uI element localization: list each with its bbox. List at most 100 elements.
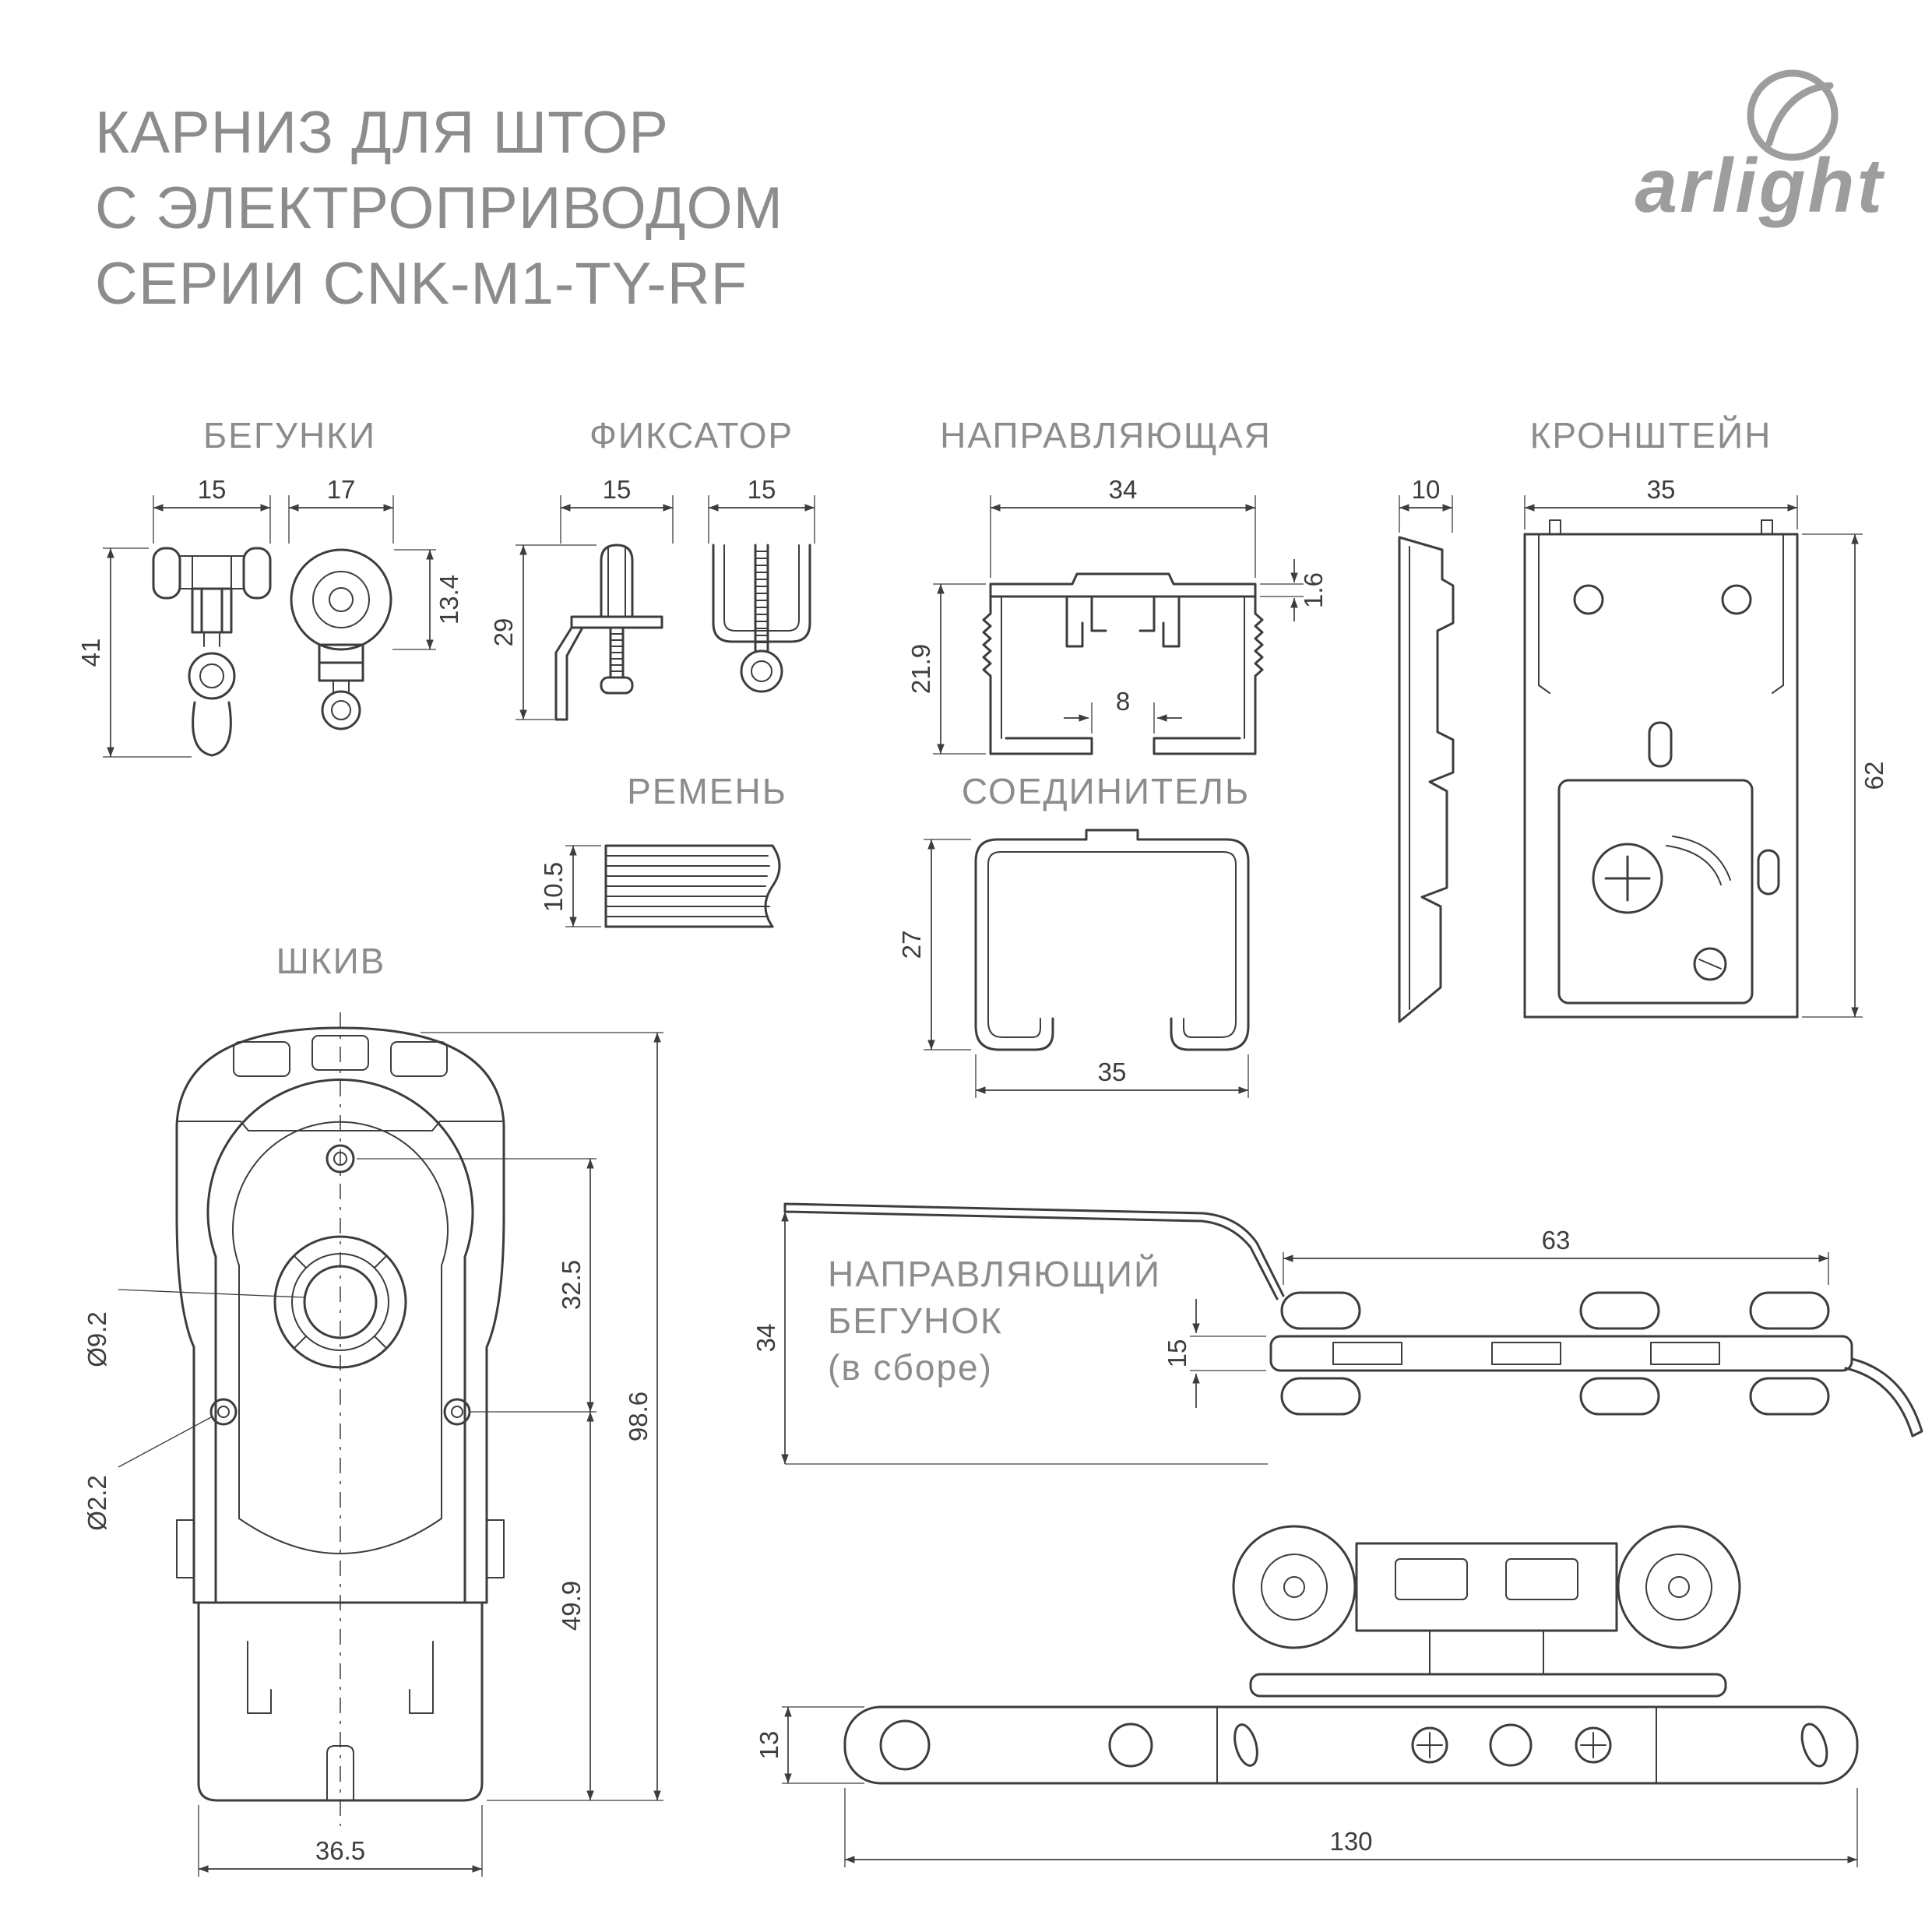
bracket-curved-slot [1666,836,1731,885]
side-body [1355,1542,1618,1632]
dim-value: 49.9 [557,1581,586,1631]
side-plate [1249,1673,1727,1698]
fixator-right-part [712,544,811,693]
connector-inner [987,851,1237,1022]
bracket-tab-left [1549,519,1561,535]
rail-left-wall [982,595,992,755]
belt-drawing [604,844,781,928]
belt-dimensions: 10.5 [539,845,601,927]
phillips-cross-icon [1580,1732,1606,1758]
pulley-dimensions: 32.5 49.9 98.6 36.5 Ø9.2 Ø2.2 [83,1032,663,1877]
dim-value: 34 [1109,475,1138,504]
slotted-screw [1693,947,1727,981]
bracket-side-view [1398,536,1455,1023]
dim-value: 98.6 [624,1392,653,1441]
hub-petal-dividers [294,1255,387,1349]
mounting-bar [843,1705,1859,1785]
extension-lines [198,1032,663,1877]
phillips-screw [1592,843,1663,914]
fixator-screw-head [600,676,634,695]
brand-name: arlight [1635,143,1885,228]
bracket-plate [1523,533,1799,1019]
side-clip-left [176,1519,195,1578]
vent-slot [390,1041,448,1077]
bar-hole [879,1719,931,1771]
dim-value: 35 [1098,1057,1127,1086]
fixator-pin [600,544,634,618]
clamp-inner [723,544,800,632]
dim-value: 13 [755,1731,783,1760]
connector-dimensions: 27 35 [897,839,1249,1098]
pulley-bottom-block [197,1601,484,1802]
fixator-pin-lines [607,547,626,618]
logo-circle-icon [1747,69,1839,161]
rail-bottom [989,737,1257,755]
page-title-line3: СЕРИИ CNK-M1-TY-RF [95,251,748,317]
runner-wheel-left [152,547,181,600]
dim-value: 130 [1329,1827,1372,1856]
clamp-eyelet-inner [751,660,772,682]
section-belt: РЕМЕНЬ 10.5 [539,771,787,928]
dim-value: 35 [1647,475,1676,504]
side-clip-right [486,1519,505,1578]
pulley-housing [175,1026,505,1604]
tail-wire [1844,1357,1923,1438]
page-title-line2: С ЭЛЕКТРОПРИВОДОМ [95,175,783,241]
extension-lines [933,495,1304,755]
dim-value: 15 [748,475,776,504]
extension-lines [565,845,601,927]
fixator-leg [554,626,584,721]
bracket-label: КРОНШТЕЙН [1530,415,1772,456]
side-window [1505,1558,1578,1600]
carrier-wheel [1280,1291,1361,1330]
side-roller-right [1617,1525,1741,1649]
guide-runner-top-view [783,1202,1923,1438]
dim-value: 15 [1163,1339,1191,1368]
connector-label: СОЕДИНИТЕЛЬ [962,771,1250,811]
dim-value: 27 [897,931,926,959]
dim-value: 13.4 [435,575,463,625]
carrier-bar [1269,1335,1853,1372]
runner-hook [192,701,232,757]
runner-ring-outer [188,652,236,700]
bar-hole [1489,1723,1533,1767]
dim-value: 32.5 [557,1260,586,1310]
bar-oval-slot [1800,1723,1828,1768]
fixator-flange [570,615,663,629]
dim-value: 29 [489,618,518,647]
dim-value: 1.6 [1299,572,1328,608]
roller-hub [329,587,354,612]
dim-value: 8 [1116,687,1130,716]
guide-runner-label-line3: (в сборе) [828,1347,993,1388]
thread-lines [610,633,624,672]
guide-wire-arm [783,1202,1285,1300]
carrier-wheel [1749,1291,1830,1330]
phillips-cross-icon [1604,855,1651,902]
leader-lines [118,1289,304,1468]
side-roller-left [1232,1525,1357,1649]
belt-label: РЕМЕНЬ [627,771,787,811]
dim-value: 17 [327,475,356,504]
connector-outer [974,829,1250,1028]
belt-break-edge [764,844,781,928]
extension-lines [782,1252,1858,1867]
carrier-link [1650,1342,1720,1365]
bracket-dimensions: 10 35 62 [1399,475,1888,1018]
dim-value: 63 [1542,1226,1571,1255]
fixator-left-part [554,544,663,721]
runner-axle-bracket [179,555,245,589]
side-hangers [1429,1630,1544,1675]
rail-top-plate [989,572,1257,598]
belt-outline [604,844,774,928]
omega-outer [206,1079,474,1604]
extension-lines [924,839,1249,1098]
roller-outer [290,548,392,651]
bar-phillips-screw [1575,1726,1612,1764]
bracket-side-slot [1757,849,1780,896]
section-fixator: ФИКСАТОР 15 15 29 [489,415,815,721]
bar-phillips-screw [1411,1726,1448,1764]
brand-logo: arlight [1635,69,1885,228]
dim-value: 10 [1412,475,1441,504]
